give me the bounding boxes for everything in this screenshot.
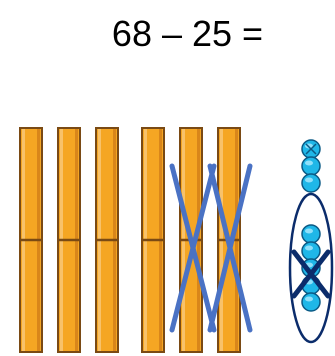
unit-cube-icon	[301, 173, 321, 193]
small-cross-icon	[305, 143, 317, 155]
ones-cubes-group	[301, 139, 321, 312]
ten-rod-icon	[95, 127, 119, 353]
ten-rod-icon	[57, 127, 81, 353]
equation-text: 68 – 25 =	[111, 13, 264, 54]
ten-rod-icon	[141, 127, 165, 353]
cross-mark-icon	[207, 163, 253, 333]
unit-cube-icon	[301, 292, 321, 312]
tens-crossout-group	[169, 163, 253, 333]
unit-cube-icon	[301, 241, 321, 261]
grouping-ring-icon	[288, 192, 334, 344]
cross-mark-icon	[169, 163, 217, 333]
ten-rod-icon	[19, 127, 43, 353]
unit-cube-icon	[301, 224, 321, 244]
tens-rods-group	[19, 127, 241, 353]
unit-cube-icon	[301, 156, 321, 176]
ones-crossout-group	[288, 143, 334, 344]
equation: 68 – 25 =	[0, 4, 335, 64]
cross-mark-icon	[291, 249, 331, 299]
